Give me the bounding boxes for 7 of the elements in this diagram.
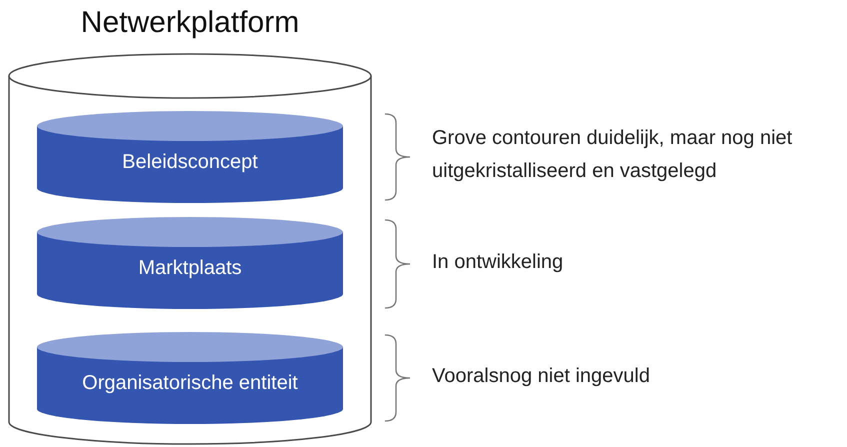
layer-label: Marktplaats — [137, 257, 243, 280]
annotation-text: Grove contouren duidelijk, maar nog niet uitgekristalliseerd en vastgelegd — [432, 126, 794, 184]
title: Netwerkplatform — [80, 6, 300, 40]
annotation-text: Vooralsnog niet ingevuld — [432, 364, 651, 388]
layer-label: Organisatorische entiteit — [81, 372, 299, 395]
layer-label: Beleidsconcept — [121, 151, 259, 174]
annotation-text: In ontwikkeling — [432, 250, 564, 274]
